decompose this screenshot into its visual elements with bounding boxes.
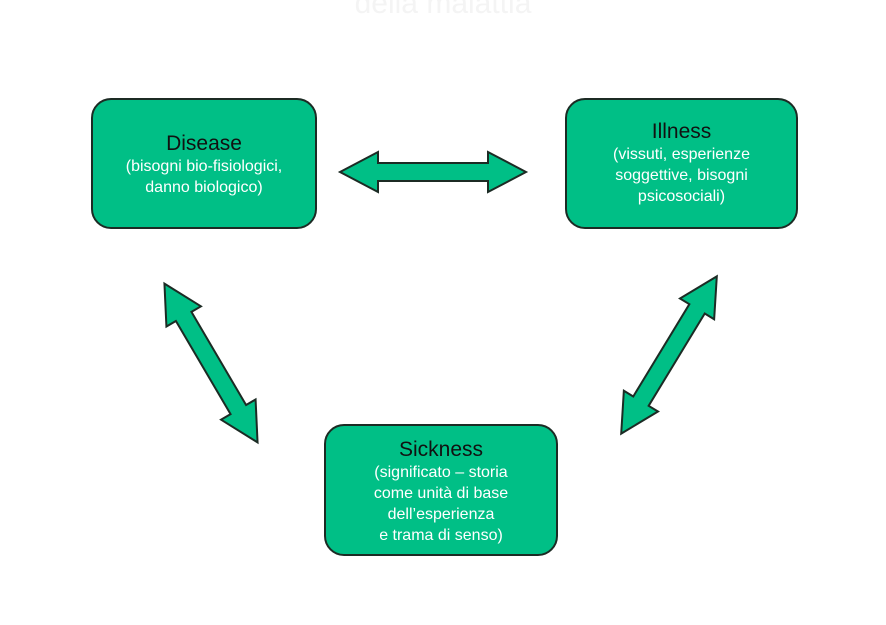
double-arrow-disease-illness [337, 150, 529, 194]
illness-description: (vissuti, esperienze soggettive, bisogni… [613, 146, 750, 205]
faded-slide-title: della malattia [354, 0, 532, 20]
sickness-node: Sickness (significato – storia come unit… [324, 424, 558, 556]
disease-description: (bisogni bio-fisiologici, danno biologic… [125, 158, 283, 196]
sickness-title: Sickness [398, 438, 484, 461]
disease-node: Disease (bisogni bio-fisiologici, danno … [91, 98, 317, 229]
disease-title: Disease [166, 132, 242, 155]
double-arrow-disease-sickness [163, 281, 259, 445]
sickness-description: (significato – storia come unità di base… [373, 464, 509, 544]
illness-node: Illness (vissuti, esperienze soggettive,… [565, 98, 798, 229]
double-arrow-illness-sickness [620, 274, 718, 436]
illness-title: Illness [651, 120, 712, 143]
